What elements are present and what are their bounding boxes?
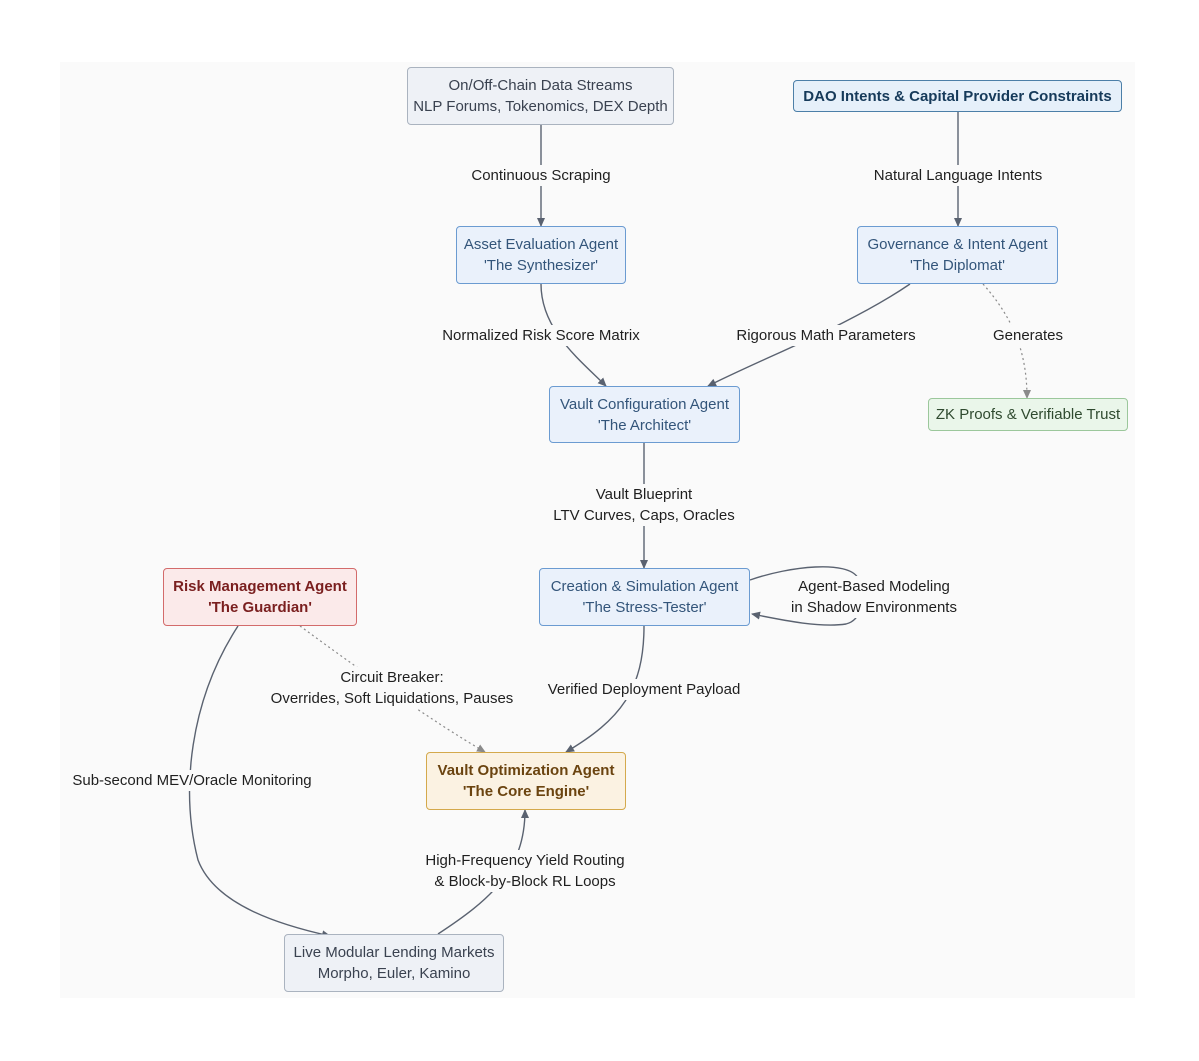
node-subtitle: 'The Guardian' [208, 599, 312, 616]
node-subtitle: 'The Core Engine' [462, 783, 590, 800]
edge-label-text: Verified Deployment Payload [547, 681, 741, 698]
edge-governance-to-zk [982, 283, 1031, 399]
edge-label-sub-second: Sub-second MEV/Oracle Monitoring [64, 770, 320, 791]
node-title: ZK Proofs & Verifiable Trust [935, 406, 1121, 423]
node-title: Risk Management Agent [173, 578, 347, 595]
dao-intents-node: DAO Intents & Capital Provider Constrain… [793, 80, 1122, 112]
node-subtitle: 'The Diplomat' [910, 257, 1005, 274]
edge-creation-to-vaultopt [565, 625, 645, 753]
edge-label-text: Agent-Based Modeling [798, 576, 950, 597]
edge-label-generates: Generates [990, 325, 1066, 346]
edge-label-circuit-breaker: Circuit Breaker: Overrides, Soft Liquida… [266, 667, 518, 709]
node-subtitle: NLP Forums, Tokenomics, DEX Depth [413, 98, 668, 115]
node-subtitle: 'The Synthesizer' [483, 257, 599, 274]
edge-label-high-frequency: High-Frequency Yield Routing & Block-by-… [418, 850, 632, 892]
edge-label-text: Normalized Risk Score Matrix [442, 327, 640, 344]
edge-label-rigorous-math: Rigorous Math Parameters [731, 325, 921, 346]
lending-markets-node: Live Modular Lending Markets Morpho, Eul… [284, 934, 504, 992]
edge-label-text: High-Frequency Yield Routing [425, 852, 625, 869]
node-subtitle: 'The Architect' [597, 416, 692, 434]
edge-label-text: LTV Curves, Caps, Oracles [553, 507, 735, 524]
node-title: Asset Evaluation Agent [463, 236, 619, 253]
node-title: Live Modular Lending Markets [293, 944, 495, 961]
node-title: Creation & Simulation Agent [550, 578, 739, 595]
edge-label-normalized-risk: Normalized Risk Score Matrix [436, 325, 646, 346]
creation-simulation-agent-node: Creation & Simulation Agent 'The Stress-… [539, 568, 750, 626]
edge-label-text: & Block-by-Block RL Loops [434, 873, 616, 890]
edge-label-text: Rigorous Math Parameters [736, 327, 916, 344]
node-title: DAO Intents & Capital Provider Constrain… [803, 87, 1112, 105]
node-subtitle: 'The Stress-Tester' [582, 599, 707, 616]
edge-guardian-to-lending [188, 625, 331, 939]
edge-label-continuous-scraping: Continuous Scraping [466, 165, 616, 186]
vault-configuration-agent-node: Vault Configuration Agent 'The Architect… [549, 386, 740, 443]
node-title: On/Off-Chain Data Streams [448, 77, 633, 94]
edge-label-agent-based: Agent-Based Modeling in Shadow Environme… [786, 576, 962, 618]
governance-intent-agent-node: Governance & Intent Agent 'The Diplomat' [857, 226, 1058, 284]
asset-evaluation-agent-node: Asset Evaluation Agent 'The Synthesizer' [456, 226, 626, 284]
edge-label-text: Sub-second MEV/Oracle Monitoring [72, 772, 312, 789]
edge-label-text: Continuous Scraping [471, 167, 611, 184]
edge-label-natural-language: Natural Language Intents [866, 165, 1050, 186]
data-streams-node: On/Off-Chain Data Streams NLP Forums, To… [407, 67, 674, 125]
node-title: Governance & Intent Agent [867, 236, 1048, 253]
edge-label-verified-payload: Verified Deployment Payload [541, 679, 747, 700]
node-title: Vault Optimization Agent [437, 762, 615, 779]
edge-label-text: Overrides, Soft Liquidations, Pauses [270, 690, 514, 707]
edge-label-text: Generates [992, 327, 1064, 344]
risk-management-agent-node: Risk Management Agent 'The Guardian' [163, 568, 357, 626]
node-title: Vault Configuration Agent [559, 395, 729, 413]
vault-optimization-agent-node: Vault Optimization Agent 'The Core Engin… [426, 752, 626, 810]
edge-label-vault-blueprint: Vault Blueprint LTV Curves, Caps, Oracle… [552, 484, 736, 526]
edge-label-text: Vault Blueprint [595, 486, 693, 503]
zk-proofs-node: ZK Proofs & Verifiable Trust [928, 398, 1128, 431]
node-subtitle: Morpho, Euler, Kamino [317, 965, 471, 982]
edge-label-text: Natural Language Intents [873, 167, 1043, 184]
edge-label-text: in Shadow Environments [786, 597, 962, 618]
edge-label-text: Circuit Breaker: [340, 669, 444, 686]
